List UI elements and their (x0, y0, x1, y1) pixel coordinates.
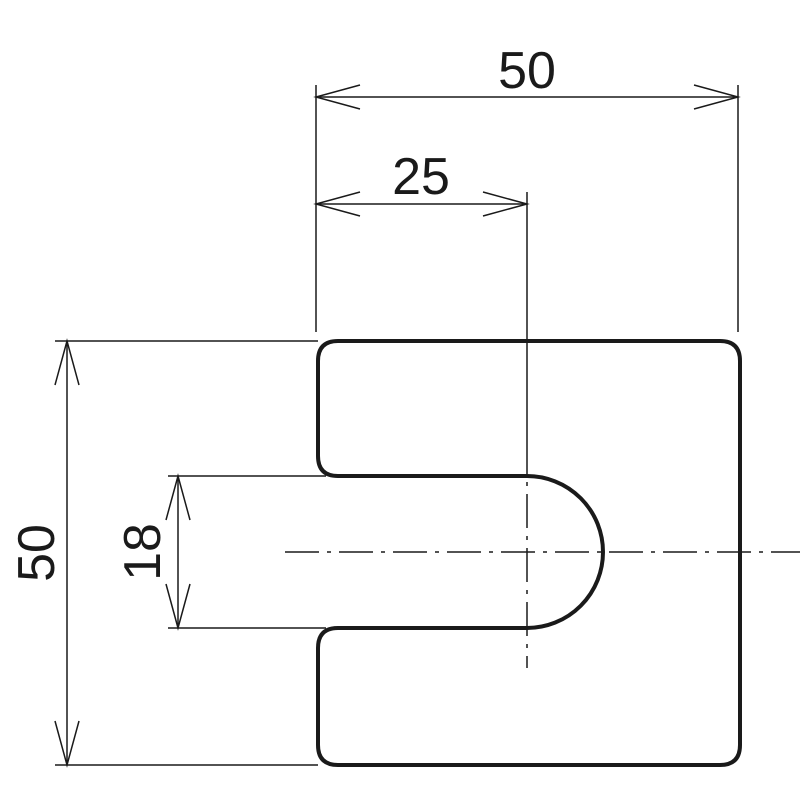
arrowhead-18-top (165, 473, 191, 521)
arrowhead-top-50-left (313, 84, 361, 110)
dimension-label-left-50: 50 (8, 524, 66, 582)
arrowhead-top-50-right (693, 84, 741, 110)
dimension-label-25: 25 (392, 148, 450, 206)
part-outline (316, 339, 742, 767)
dimension-label-18: 18 (114, 523, 172, 581)
arrowhead-25-left (313, 191, 361, 217)
arrowhead-18-bottom (165, 583, 191, 631)
arrowhead-left-50-top (54, 338, 80, 386)
arrowhead-25-right (482, 191, 530, 217)
dimension-label-top-50: 50 (498, 42, 556, 100)
arrowhead-left-50-bottom (54, 720, 80, 768)
